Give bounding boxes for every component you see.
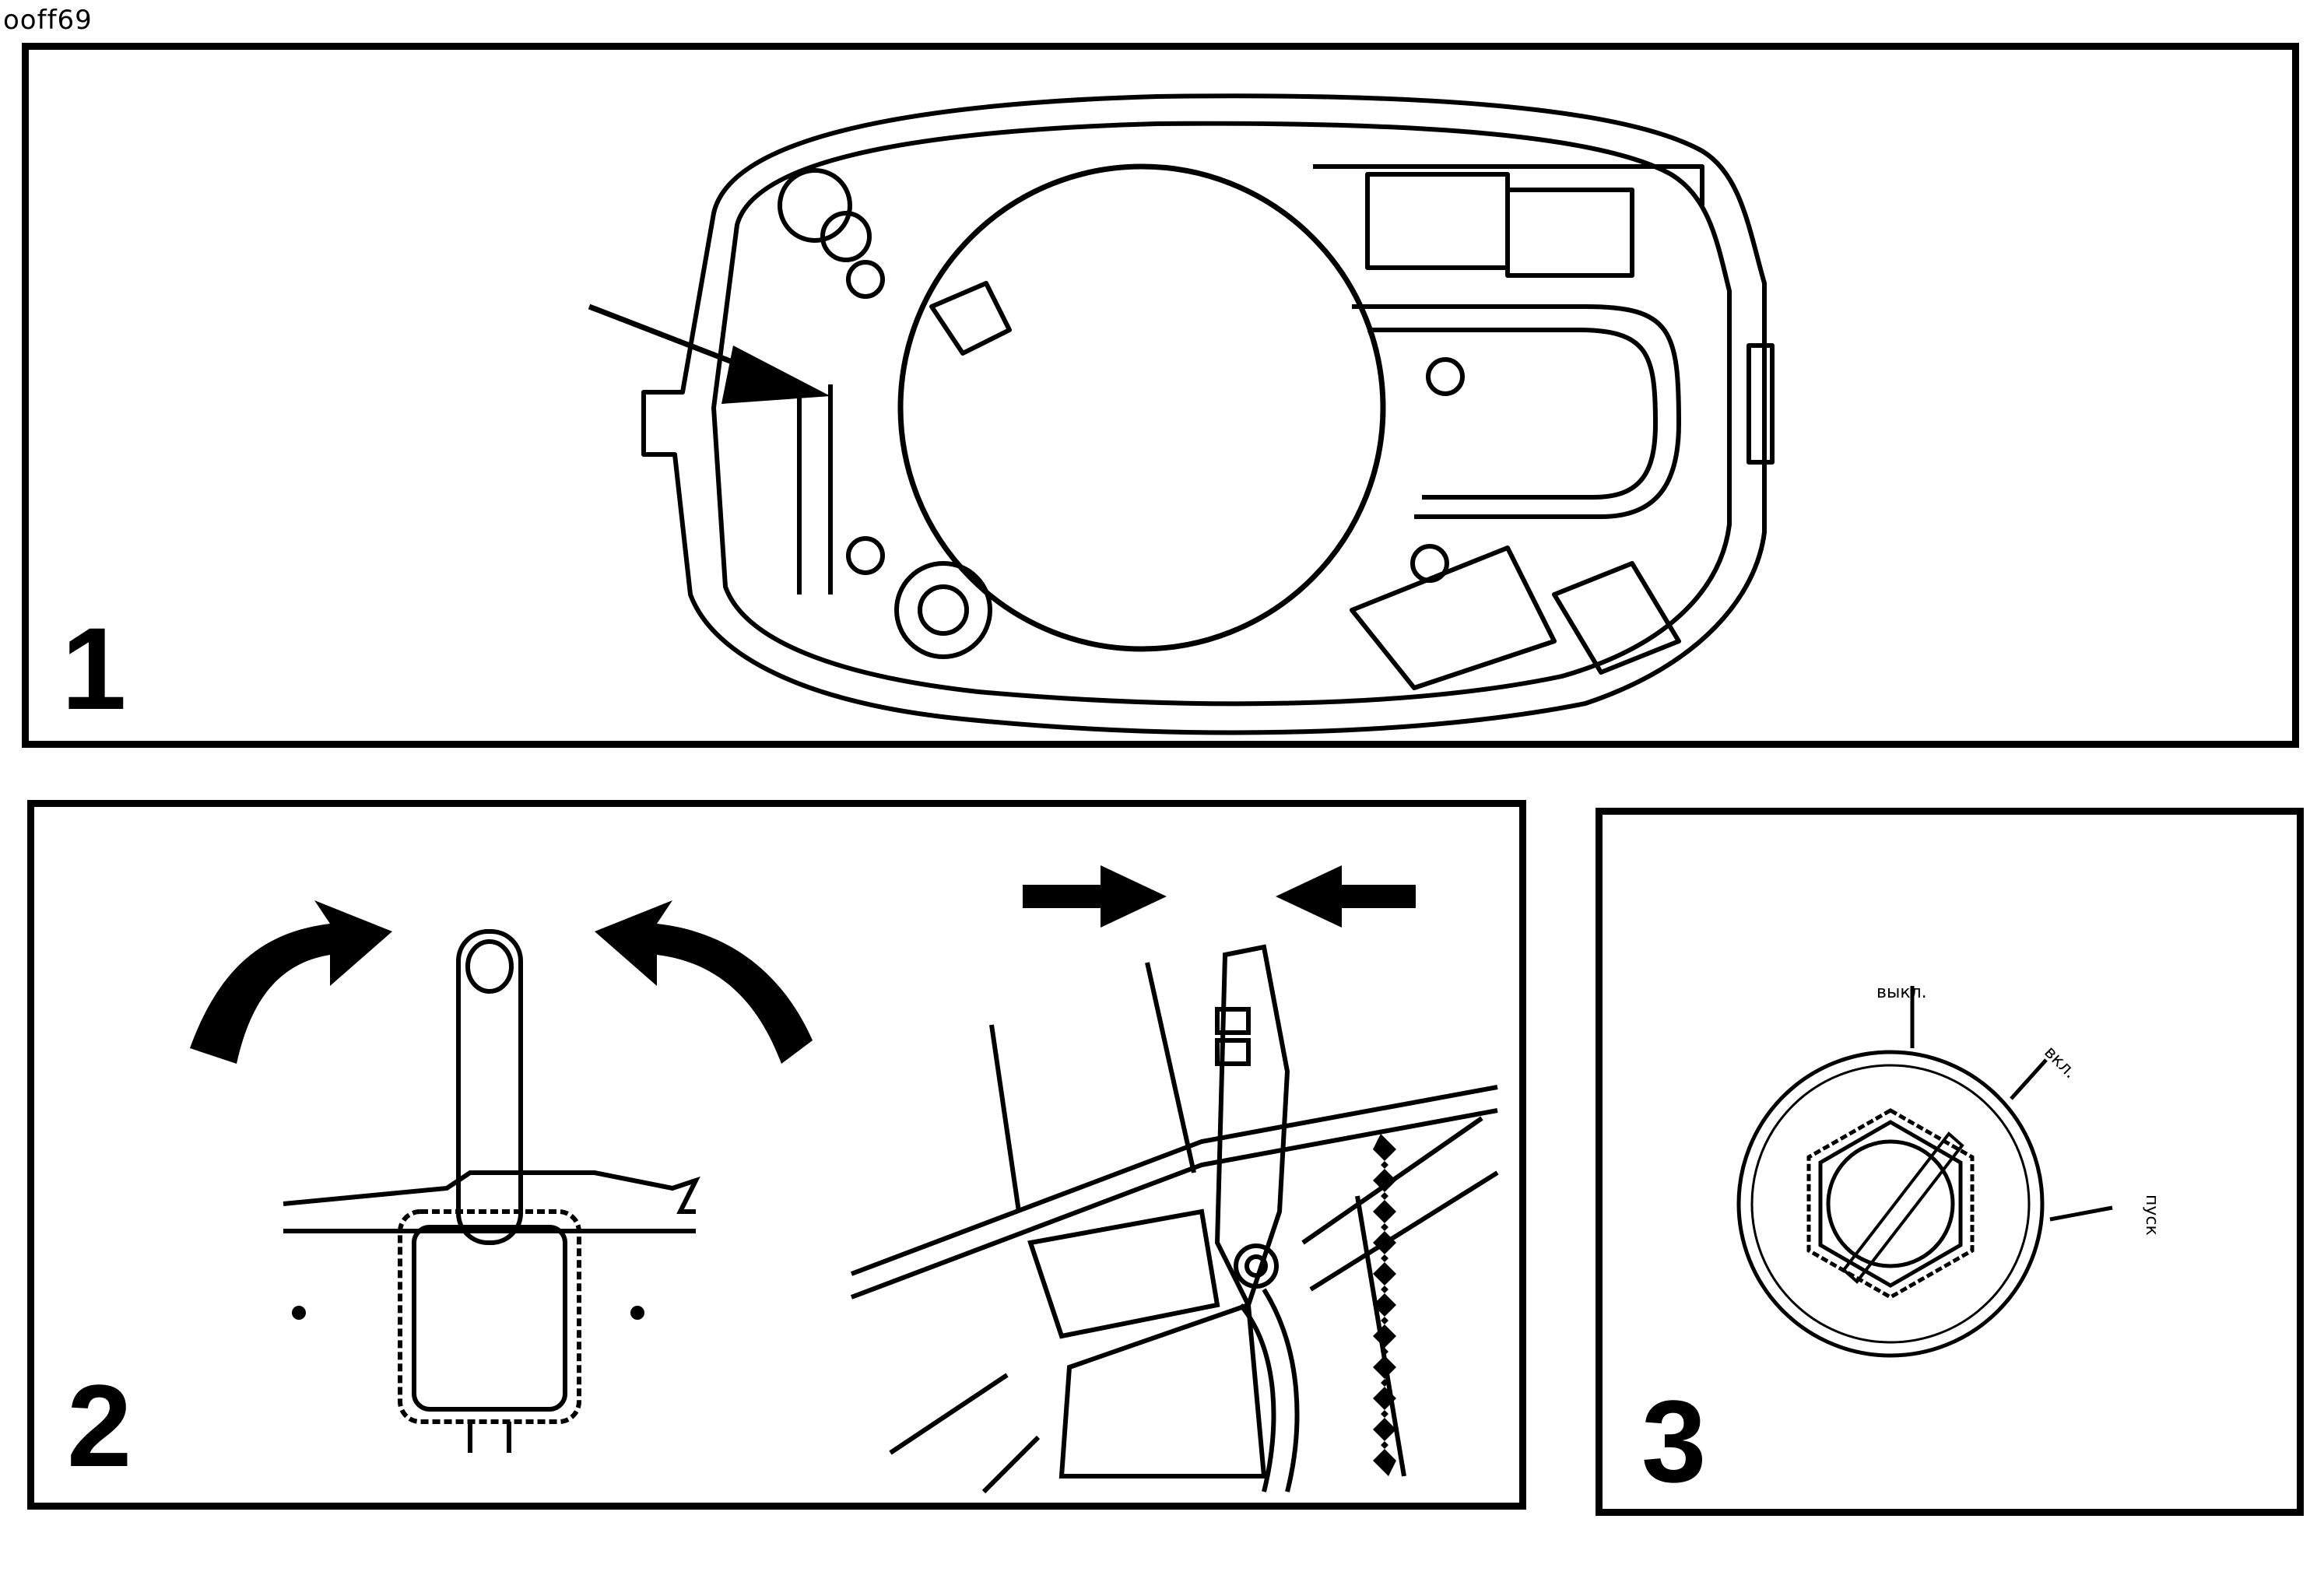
panel-number-2: 2 [67,1360,132,1491]
panel-number-1: 1 [61,603,127,734]
lever-handle [283,929,700,1453]
corner-label: ooff69 [3,5,93,36]
panel-2: 2 [27,800,1526,1510]
panel-1: 1 [22,43,2299,748]
panel-number-3: 3 [1641,1376,1707,1507]
on-indicator-line [2010,1058,2048,1100]
direction-arrows [1023,865,1416,928]
rotation-arrows [190,900,813,1064]
lever-mechanism-illustration [190,865,1499,1494]
panel-3: выкл. вкл. пуск 3 [1596,808,2304,1516]
engine-top-view-illustration [588,93,1775,735]
start-indicator-line [2049,1205,2113,1222]
ignition-switch-illustration [1736,986,2113,1358]
label-off: выкл. [1876,983,1927,1002]
pointer-arrow [588,303,830,404]
linkage-mechanism [850,944,1499,1494]
chain [1373,1134,1396,1476]
label-start: пуск [2142,1194,2161,1236]
